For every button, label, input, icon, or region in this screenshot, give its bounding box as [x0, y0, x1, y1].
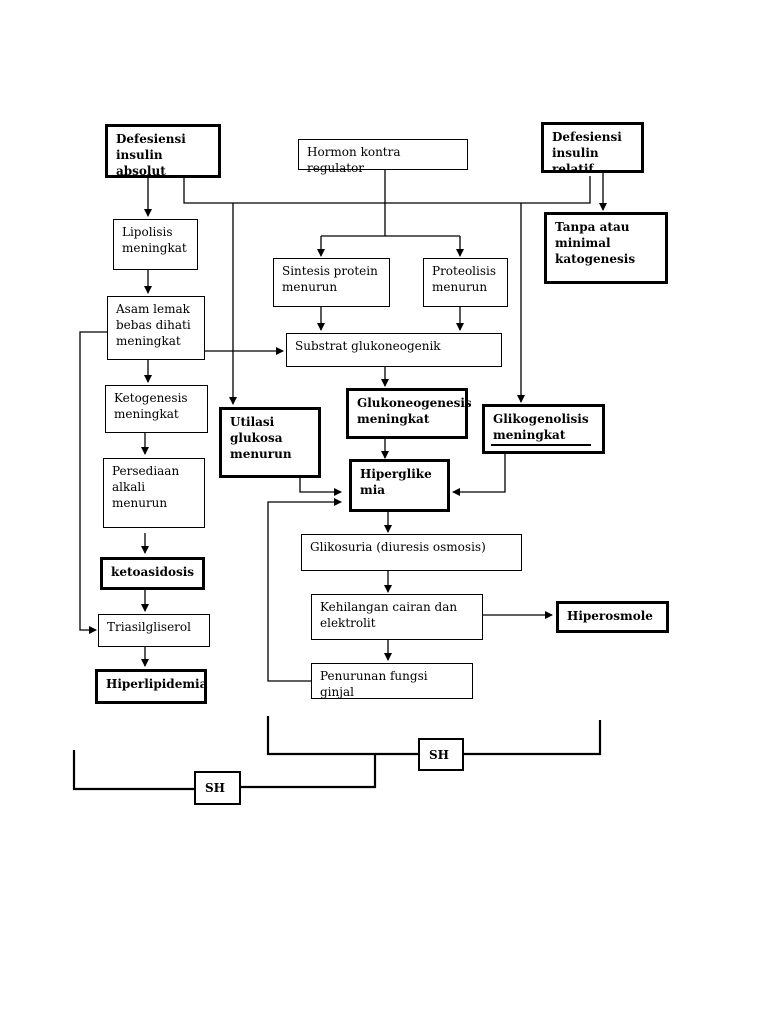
- node-defisiensi-absolut: Defesiensi insulin absolut: [105, 124, 221, 178]
- node-sintesis-protein: Sintesis protein menurun: [273, 258, 390, 307]
- bracket-left-left: [72, 750, 194, 791]
- arrow-glikogen-hiper: [452, 454, 506, 496]
- sh-box-right: SH: [418, 738, 464, 771]
- node-proteolisis: Proteolisis menurun: [423, 258, 508, 307]
- node-kehilangan-cairan: Kehilangan cairan dan elektrolit: [311, 594, 483, 640]
- glikogenolisis-underline: [491, 444, 591, 446]
- node-penurunan-ginjal: Penurunan fungsi ginjal: [311, 663, 473, 699]
- node-asam-lemak: Asam lemak bebas dihati meningkat: [107, 296, 205, 360]
- bracket-right-right: [464, 720, 602, 756]
- node-ketoasidosis: ketoasidosis: [100, 557, 205, 590]
- node-hormon-kontra: Hormon kontra regulator: [298, 139, 468, 175]
- node-glikogenolisis: Glikogenolisis meningkat: [482, 404, 605, 454]
- node-hiperlipidemia: Hiperlipidemia: [95, 669, 207, 704]
- node-persediaan-alkali: Persediaan alkali menurun: [103, 458, 205, 528]
- node-tanpa-ketogenesis: Tanpa atau minimal katogenesis: [544, 212, 668, 284]
- node-hiperglikemia: Hiperglike mia: [349, 459, 450, 512]
- node-lipolisis: Lipolisis meningkat: [113, 219, 198, 270]
- node-defisiensi-relatif: Defesiensi insulin relatif: [541, 122, 644, 176]
- arrow-penurunan-hiper: [267, 498, 342, 682]
- node-ketogenesis: Ketogenesis meningkat: [105, 385, 208, 433]
- top-bus-line: [183, 176, 591, 204]
- node-glukoneogenesis: Glukoneogenesis meningkat: [346, 388, 472, 439]
- bracket-left-right: [241, 754, 377, 789]
- arrow-asam-triasil: [79, 331, 107, 634]
- node-glikosuria: Glikosuria (diuresis osmosis): [301, 534, 522, 571]
- node-utilasi-glukosa: Utilasi glukosa menurun: [219, 407, 321, 478]
- node-hiperosmole: Hiperosmole: [556, 601, 669, 633]
- arrow-utilasi-hiper: [299, 477, 342, 496]
- node-triasilgliserol: Triasilgliserol: [98, 614, 210, 647]
- bracket-right-left: [266, 716, 418, 756]
- sh-box-left: SH: [194, 771, 241, 805]
- node-substrat: Substrat glukoneogenik: [286, 333, 502, 367]
